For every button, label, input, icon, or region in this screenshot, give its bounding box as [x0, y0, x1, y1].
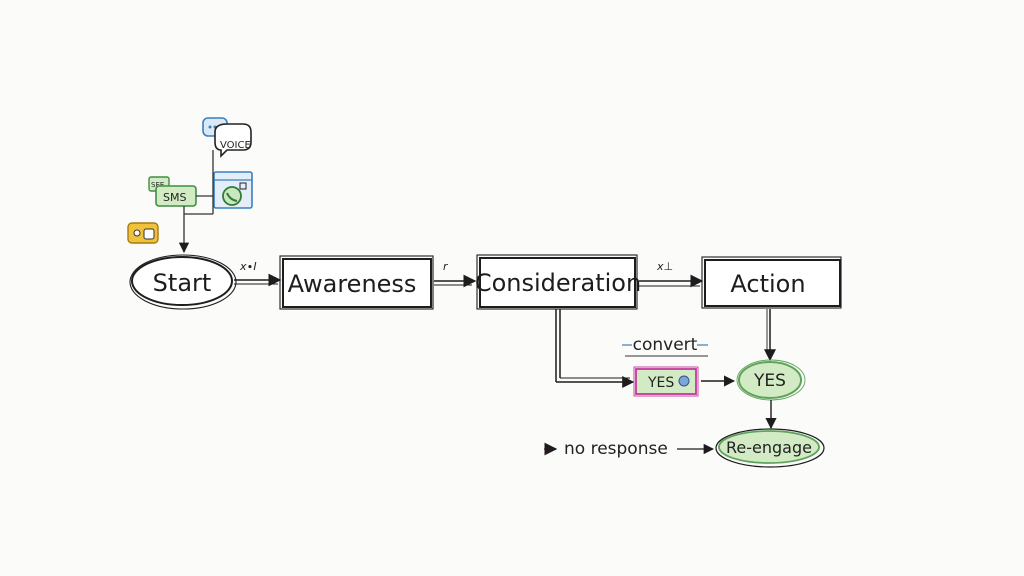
- action-label: Action: [730, 270, 805, 298]
- edge-start-awareness: x∙I: [234, 260, 282, 287]
- yes-box-label: YES: [647, 375, 674, 391]
- consideration-node: Consideration: [475, 254, 641, 310]
- consideration-label: Consideration: [475, 269, 641, 297]
- yes-oval-node: YES: [736, 359, 806, 401]
- edge-label-consideration-action: x⊥: [656, 260, 673, 273]
- sms-label: SMS: [163, 191, 186, 204]
- sms-small-label: SEE: [151, 181, 164, 189]
- edge-label-start-awareness: x∙I: [239, 260, 257, 273]
- no-response-label: no response: [564, 439, 668, 459]
- yes-box-node: YES: [633, 366, 699, 397]
- reengage-node: Re-engage: [715, 428, 825, 468]
- start-label: Start: [153, 269, 212, 297]
- edge-awareness-consideration: r: [434, 260, 477, 288]
- awareness-label: Awareness: [288, 270, 417, 298]
- yes-oval-label: YES: [753, 371, 786, 391]
- convert-label-group: convert: [622, 335, 708, 357]
- awareness-node: Awareness: [279, 255, 434, 310]
- channels-connector: [178, 150, 214, 254]
- voice-bubble-icon: VOICE: [214, 123, 252, 158]
- sms-bubble-icon: SEE SMS: [148, 176, 197, 207]
- edge-action-yesoval: [764, 309, 776, 362]
- phone-window-icon: [213, 171, 253, 209]
- reengage-label: Re-engage: [726, 438, 812, 457]
- edge-consideration-yesbox: [555, 309, 635, 388]
- edge-consideration-action: x⊥: [639, 260, 704, 288]
- start-node: Start: [129, 254, 237, 310]
- voice-label: VOICE: [220, 140, 251, 151]
- emoji-chat-icon: [127, 222, 159, 244]
- edge-label-awareness-consideration: r: [443, 260, 449, 273]
- convert-label: convert: [633, 335, 698, 355]
- action-node: Action: [701, 256, 842, 309]
- no-response-group: no response: [544, 439, 715, 459]
